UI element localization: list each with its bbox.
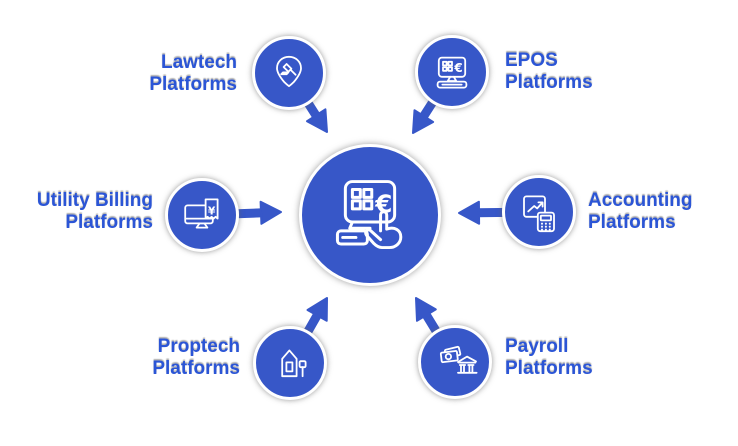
node-circle-accounting: [502, 175, 576, 249]
yen-glyph: ¥: [208, 204, 216, 217]
node-label-accounting: Accounting Platforms: [588, 190, 693, 233]
central-hub-circle: €: [299, 144, 441, 286]
node-circle-epos: €: [415, 35, 489, 109]
node-circle-utility-billing: ¥: [165, 178, 239, 252]
gavel-location-pin-icon: [276, 55, 302, 88]
chart-calculator-icon: [523, 195, 555, 233]
node-label-utility-billing: Utility Billing Platforms: [36, 190, 153, 233]
node-label-lawtech: Lawtech Platforms: [149, 52, 237, 95]
node-label-proptech: Proptech Platforms: [152, 336, 240, 379]
node-label-payroll: Payroll Platforms: [505, 336, 593, 379]
house-sale-sign-icon: [281, 349, 307, 378]
monitor-utility-bill-icon: ¥: [184, 198, 219, 229]
node-circle-lawtech: [252, 36, 326, 110]
node-label-epos: EPOS Platforms: [505, 50, 593, 93]
payment-terminal-euro-touch-icon: €: [335, 180, 403, 250]
node-circle-payroll: [418, 325, 492, 399]
banknotes-bank-icon: [439, 345, 478, 374]
euro-glyph: €: [453, 61, 462, 75]
epos-till-euro-icon: €: [436, 56, 468, 89]
node-circle-proptech: [253, 326, 327, 400]
euro-glyph: €: [374, 189, 392, 218]
